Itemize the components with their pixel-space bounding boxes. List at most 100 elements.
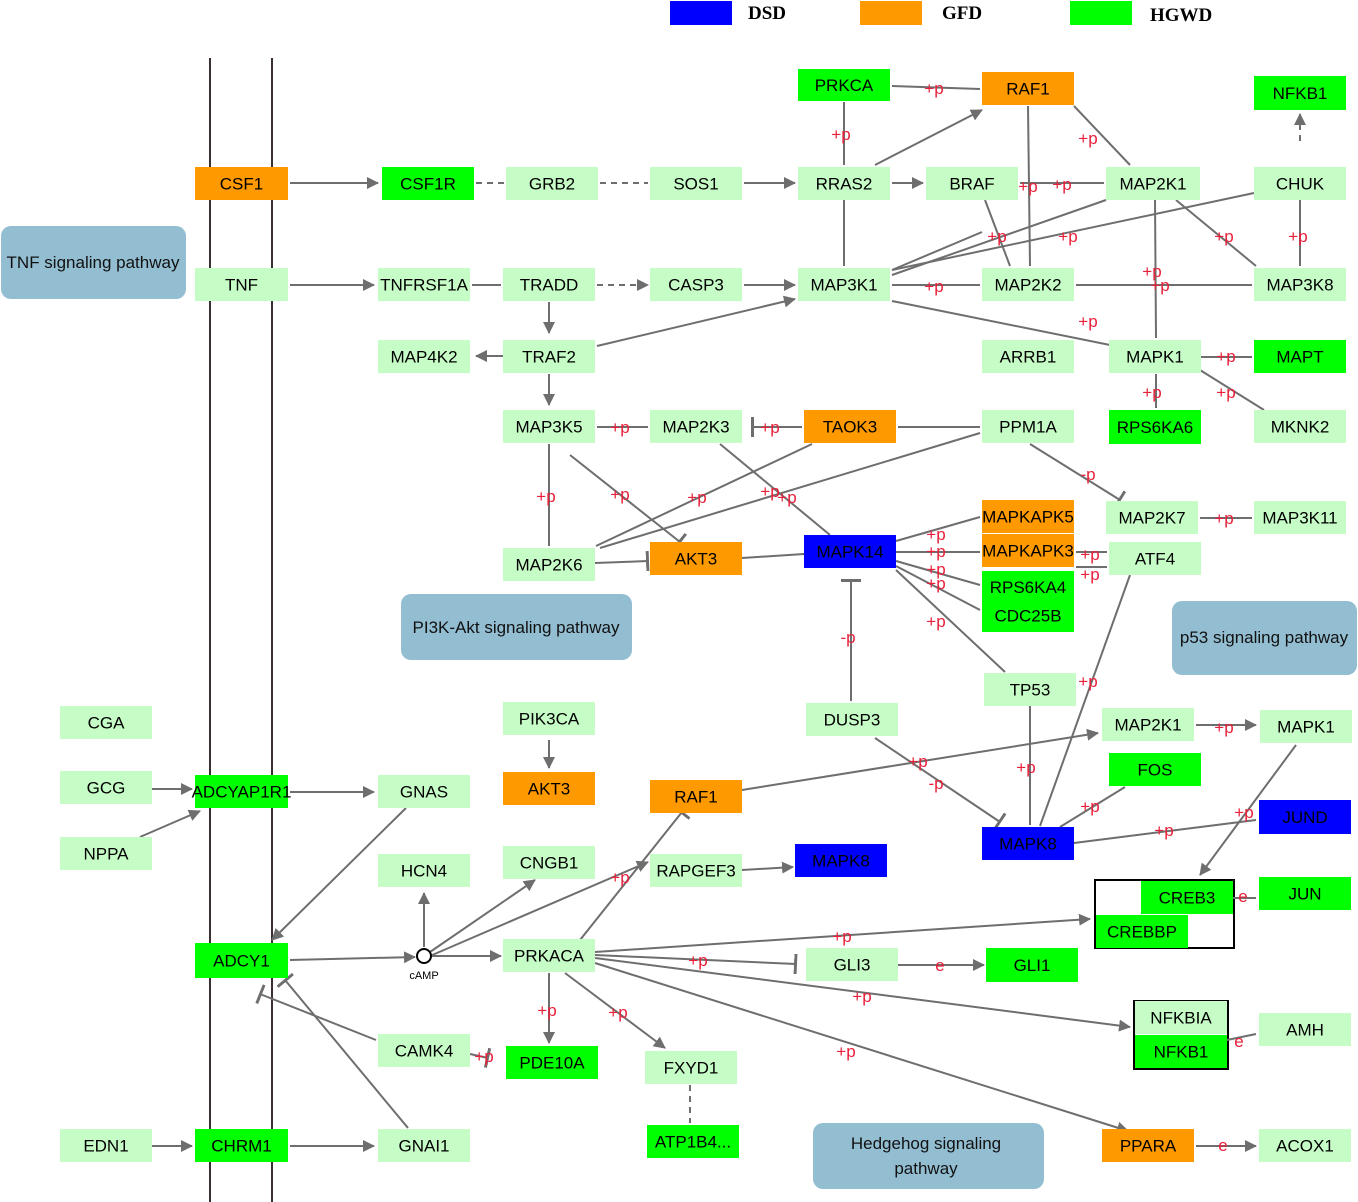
gene-box[interactable] [804, 535, 896, 568]
gene-node-gcg[interactable]: GCG [60, 771, 152, 804]
gene-box[interactable] [982, 500, 1074, 533]
gene-node-dusp3[interactable]: DUSP3 [806, 703, 898, 736]
gene-node-nfkb1-top[interactable]: NFKB1 [1254, 76, 1346, 110]
gene-box[interactable] [1096, 915, 1188, 948]
gene-node-pik3ca[interactable]: PIK3CA [503, 702, 595, 735]
gene-box[interactable] [503, 268, 595, 301]
gene-box[interactable] [804, 410, 896, 443]
gene-node-fxyd1[interactable]: FXYD1 [645, 1051, 737, 1084]
pathway-box-tnf[interactable] [1, 226, 186, 299]
gene-node-map3k5[interactable]: MAP3K5 [503, 410, 595, 443]
gene-box[interactable] [647, 1125, 739, 1158]
gene-node-csf1r[interactable]: CSF1R [382, 167, 474, 200]
gene-box[interactable] [806, 948, 898, 981]
gene-box[interactable] [984, 673, 1076, 706]
gene-node-mapk8-mid[interactable]: MAPK8 [795, 844, 887, 877]
gene-node-nppa[interactable]: NPPA [60, 837, 152, 870]
gene-node-raf1-bot[interactable]: RAF1 [650, 780, 742, 813]
gene-node-prkca[interactable]: PRKCA [798, 69, 890, 101]
gene-box[interactable] [645, 1051, 737, 1084]
pathway-box-p53[interactable] [1172, 601, 1357, 675]
gene-box[interactable] [650, 854, 742, 887]
pathway-box-hedgehog[interactable] [813, 1123, 1044, 1189]
gene-box[interactable] [1135, 1001, 1227, 1034]
gene-box[interactable] [503, 772, 595, 805]
gene-box[interactable] [650, 268, 742, 301]
gene-node-map2k6[interactable]: MAP2K6 [503, 548, 595, 581]
gene-box[interactable] [982, 599, 1074, 632]
gene-node-casp3[interactable]: CASP3 [650, 268, 742, 301]
gene-node-acox1[interactable]: ACOX1 [1259, 1129, 1351, 1162]
gene-box[interactable] [982, 410, 1074, 443]
gene-box[interactable] [1259, 1013, 1351, 1046]
gene-node-gnas[interactable]: GNAS [378, 775, 470, 808]
gene-box[interactable] [982, 268, 1074, 301]
gene-box[interactable] [506, 167, 598, 200]
gene-node-tnf[interactable]: TNF [195, 268, 288, 301]
gene-box[interactable] [1109, 542, 1201, 575]
gene-node-map3k8[interactable]: MAP3K8 [1254, 268, 1346, 301]
gene-node-taok3[interactable]: TAOK3 [804, 410, 896, 443]
gene-node-mapk1-bot[interactable]: MAPK1 [1260, 710, 1352, 743]
gene-node-mapk1-top[interactable]: MAPK1 [1109, 340, 1201, 373]
gene-box[interactable] [60, 1129, 152, 1162]
gene-node-grb2[interactable]: GRB2 [506, 167, 598, 200]
gene-node-map3k11[interactable]: MAP3K11 [1254, 501, 1346, 534]
gene-box[interactable] [378, 340, 470, 373]
gene-box[interactable] [1102, 708, 1194, 741]
gene-node-akt3-bot[interactable]: AKT3 [503, 772, 595, 805]
gene-box[interactable] [1259, 1129, 1351, 1162]
pathway-box-pi3k[interactable] [401, 594, 632, 660]
gene-box[interactable] [195, 775, 288, 808]
gene-node-cga[interactable]: CGA [60, 706, 152, 739]
gene-node-ppara[interactable]: PPARA [1102, 1129, 1194, 1162]
gene-node-nfkbia[interactable]: NFKBIA [1135, 1001, 1227, 1034]
gene-box[interactable] [1254, 167, 1346, 200]
gene-node-tnfrsf1a[interactable]: TNFRSF1A [378, 268, 470, 301]
gene-box[interactable] [798, 167, 890, 200]
gene-box[interactable] [1254, 76, 1346, 110]
gene-box[interactable] [378, 268, 470, 301]
gene-node-adcy1[interactable]: ADCY1 [195, 943, 288, 978]
gene-node-pde10a[interactable]: PDE10A [506, 1046, 598, 1079]
gene-box[interactable] [506, 1046, 598, 1079]
gene-node-fos[interactable]: FOS [1109, 753, 1201, 786]
gene-node-prkaca[interactable]: PRKACA [503, 939, 595, 972]
gene-box[interactable] [650, 167, 742, 200]
gene-node-raf1-top[interactable]: RAF1 [982, 72, 1074, 105]
gene-box[interactable] [1106, 167, 1200, 200]
camp-compound[interactable] [416, 948, 432, 964]
gene-node-map2k2[interactable]: MAP2K2 [982, 268, 1074, 301]
gene-box[interactable] [378, 775, 470, 808]
gene-node-jun[interactable]: JUN [1259, 877, 1351, 910]
gene-box[interactable] [650, 780, 742, 813]
gene-node-cngb1[interactable]: CNGB1 [503, 846, 595, 879]
gene-box[interactable] [1109, 410, 1201, 444]
gene-node-map2k1-top[interactable]: MAP2K1 [1106, 167, 1200, 200]
gene-box[interactable] [60, 771, 152, 804]
gene-box[interactable] [378, 1129, 470, 1162]
gene-node-csf1[interactable]: CSF1 [195, 167, 288, 200]
gene-node-rapgef3[interactable]: RAPGEF3 [650, 854, 742, 887]
gene-box[interactable] [195, 1129, 288, 1162]
gene-box[interactable] [503, 410, 595, 443]
gene-node-adcyap1r1[interactable]: ADCYAP1R1 [192, 775, 292, 808]
gene-node-gnai1[interactable]: GNAI1 [378, 1129, 470, 1162]
gene-box[interactable] [378, 1034, 470, 1067]
gene-box[interactable] [1102, 1129, 1194, 1162]
gene-node-cdc25b[interactable]: CDC25B [982, 599, 1074, 632]
gene-node-tp53[interactable]: TP53 [984, 673, 1076, 706]
gene-node-ppm1a[interactable]: PPM1A [982, 410, 1074, 443]
gene-box[interactable] [1109, 753, 1201, 786]
gene-box[interactable] [503, 548, 595, 581]
gene-box[interactable] [982, 72, 1074, 105]
gene-node-edn1[interactable]: EDN1 [60, 1129, 152, 1162]
gene-node-chrm1[interactable]: CHRM1 [195, 1129, 288, 1162]
gene-node-mapk8-right[interactable]: MAPK8 [982, 827, 1074, 860]
gene-node-creb3[interactable]: CREB3 [1141, 881, 1233, 914]
gene-box[interactable] [982, 827, 1074, 860]
gene-node-mknk2[interactable]: MKNK2 [1254, 410, 1346, 443]
gene-box[interactable] [60, 837, 152, 870]
gene-box[interactable] [503, 340, 595, 373]
gene-node-braf[interactable]: BRAF [926, 167, 1018, 200]
